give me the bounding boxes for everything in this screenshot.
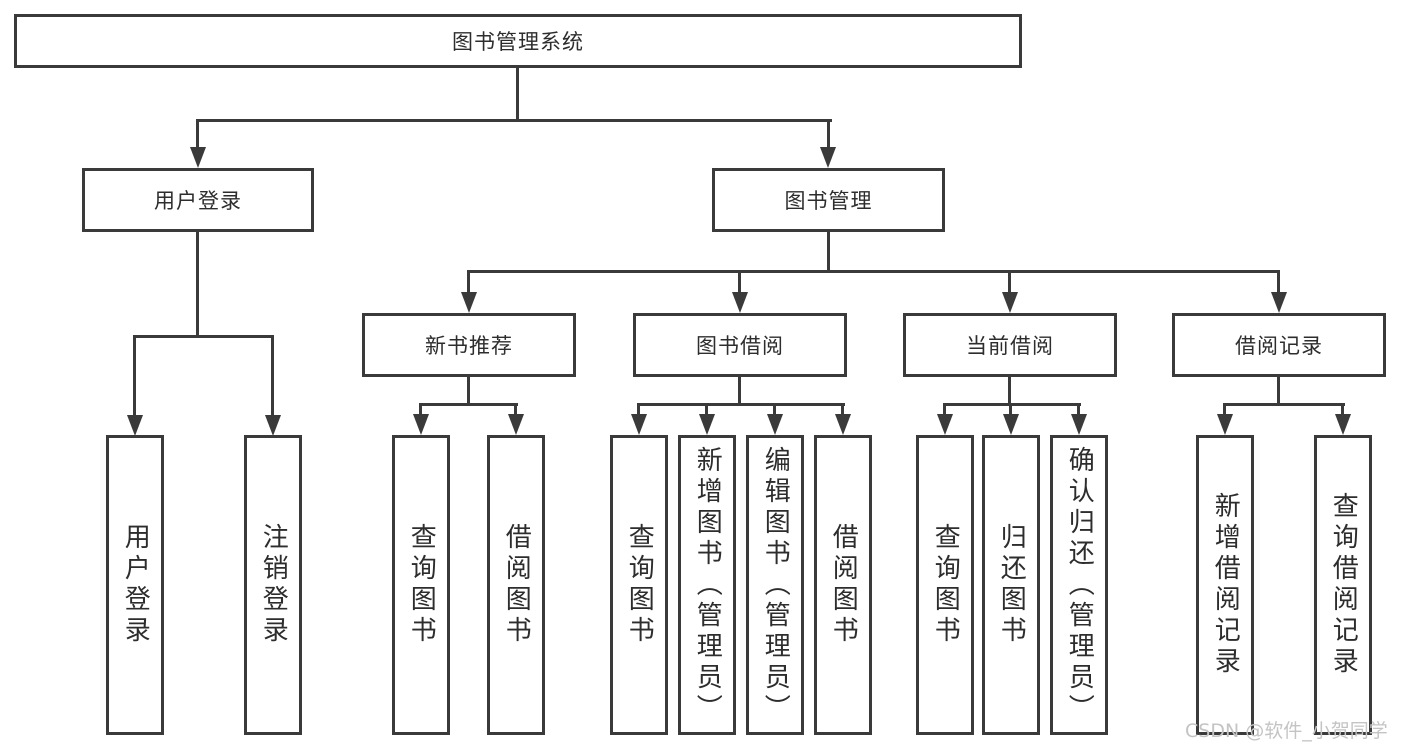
connector-line xyxy=(467,270,1280,273)
connector-line xyxy=(271,335,274,416)
arrow-down-icon xyxy=(1271,292,1287,313)
node-label: 借阅图书 xyxy=(828,523,859,647)
connector-line xyxy=(827,232,830,273)
node-book-management: 图书管理 xyxy=(712,168,945,232)
node-label: 新书推荐 xyxy=(425,334,513,358)
connector-line xyxy=(1223,403,1226,416)
arrow-down-icon xyxy=(937,414,953,435)
connector-line xyxy=(738,376,741,406)
leaf-edit-book-admin: 编辑图书（管理员） xyxy=(746,435,804,735)
leaf-borrow-book-borrowing: 借阅图书 xyxy=(814,435,872,735)
node-current-borrowing: 当前借阅 xyxy=(903,313,1117,377)
leaf-user-login: 用户登录 xyxy=(106,435,164,735)
node-label: 新增图书（管理员） xyxy=(692,445,723,725)
connector-line xyxy=(1223,403,1345,406)
leaf-add-borrowing-record: 新增借阅记录 xyxy=(1196,435,1254,735)
node-label: 当前借阅 xyxy=(966,334,1054,358)
node-library-management-system: 图书管理系统 xyxy=(14,14,1022,68)
connector-line xyxy=(943,403,946,416)
leaf-query-book-current: 查询图书 xyxy=(916,435,974,735)
arrow-down-icon xyxy=(413,414,429,435)
node-label: 确认归还（管理员） xyxy=(1064,445,1095,725)
csdn-watermark: CSDN @软件_小贺同学 xyxy=(1185,720,1388,742)
arrow-down-icon xyxy=(820,147,836,168)
node-book-borrowing: 图书借阅 xyxy=(633,313,847,377)
connector-line xyxy=(1277,376,1280,406)
connector-line xyxy=(1077,403,1080,416)
connector-line xyxy=(738,270,741,295)
node-label: 查询图书 xyxy=(624,523,655,647)
node-new-book-recommendation: 新书推荐 xyxy=(362,313,576,377)
leaf-query-book-borrowing: 查询图书 xyxy=(610,435,668,735)
arrow-down-icon xyxy=(265,415,281,436)
leaf-query-borrowing-record: 查询借阅记录 xyxy=(1314,435,1372,735)
connector-line xyxy=(196,119,832,122)
leaf-borrow-book-recommendation: 借阅图书 xyxy=(487,435,545,735)
arrow-down-icon xyxy=(1002,292,1018,313)
arrow-down-icon xyxy=(767,414,783,435)
node-label: 归还图书 xyxy=(996,523,1027,647)
node-label: 借阅图书 xyxy=(501,523,532,647)
connector-line xyxy=(1341,403,1344,416)
connector-line xyxy=(419,403,422,416)
arrow-down-icon xyxy=(127,415,143,436)
node-user-login: 用户登录 xyxy=(82,168,314,232)
node-label: 查询借阅记录 xyxy=(1328,492,1359,678)
node-borrowing-records: 借阅记录 xyxy=(1172,313,1386,377)
connector-line xyxy=(637,403,845,406)
node-label: 用户登录 xyxy=(154,189,242,213)
connector-line xyxy=(841,403,844,416)
node-label: 查询图书 xyxy=(930,523,961,647)
leaf-logout: 注销登录 xyxy=(244,435,302,735)
connector-line xyxy=(1008,376,1011,406)
node-label: 查询图书 xyxy=(406,523,437,647)
node-label: 用户登录 xyxy=(120,523,151,647)
arrow-down-icon xyxy=(508,414,524,435)
node-label: 注销登录 xyxy=(258,523,289,647)
connector-line xyxy=(637,403,640,416)
connector-line xyxy=(516,67,519,122)
node-label: 图书借阅 xyxy=(696,334,784,358)
arrow-down-icon xyxy=(461,292,477,313)
leaf-confirm-return-admin: 确认归还（管理员） xyxy=(1050,435,1108,735)
arrow-down-icon xyxy=(190,147,206,168)
arrow-down-icon xyxy=(835,414,851,435)
arrow-down-icon xyxy=(1071,414,1087,435)
connector-line xyxy=(827,119,830,150)
arrow-down-icon xyxy=(1003,414,1019,435)
connector-line xyxy=(196,119,199,150)
node-label: 新增借阅记录 xyxy=(1210,492,1241,678)
connector-line xyxy=(1008,270,1011,295)
node-label: 图书管理系统 xyxy=(452,30,584,54)
connector-line xyxy=(133,335,274,338)
connector-line xyxy=(1277,270,1280,295)
node-label: 编辑图书（管理员） xyxy=(760,445,791,725)
leaf-query-book-recommendation: 查询图书 xyxy=(392,435,450,735)
connector-line xyxy=(773,403,776,416)
connector-line xyxy=(514,403,517,416)
connector-line xyxy=(943,403,1081,406)
arrow-down-icon xyxy=(699,414,715,435)
connector-line xyxy=(467,270,470,295)
arrow-down-icon xyxy=(732,292,748,313)
connector-line xyxy=(196,232,199,337)
leaf-add-book-admin: 新增图书（管理员） xyxy=(678,435,736,735)
connector-line xyxy=(705,403,708,416)
connector-line xyxy=(419,403,518,406)
arrow-down-icon xyxy=(1217,414,1233,435)
arrow-down-icon xyxy=(631,414,647,435)
arrow-down-icon xyxy=(1335,414,1351,435)
connector-line xyxy=(467,376,470,406)
connector-line xyxy=(133,335,136,416)
node-label: 图书管理 xyxy=(784,189,873,213)
connector-line xyxy=(1009,403,1012,416)
node-label: 借阅记录 xyxy=(1235,334,1323,358)
leaf-return-book: 归还图书 xyxy=(982,435,1040,735)
